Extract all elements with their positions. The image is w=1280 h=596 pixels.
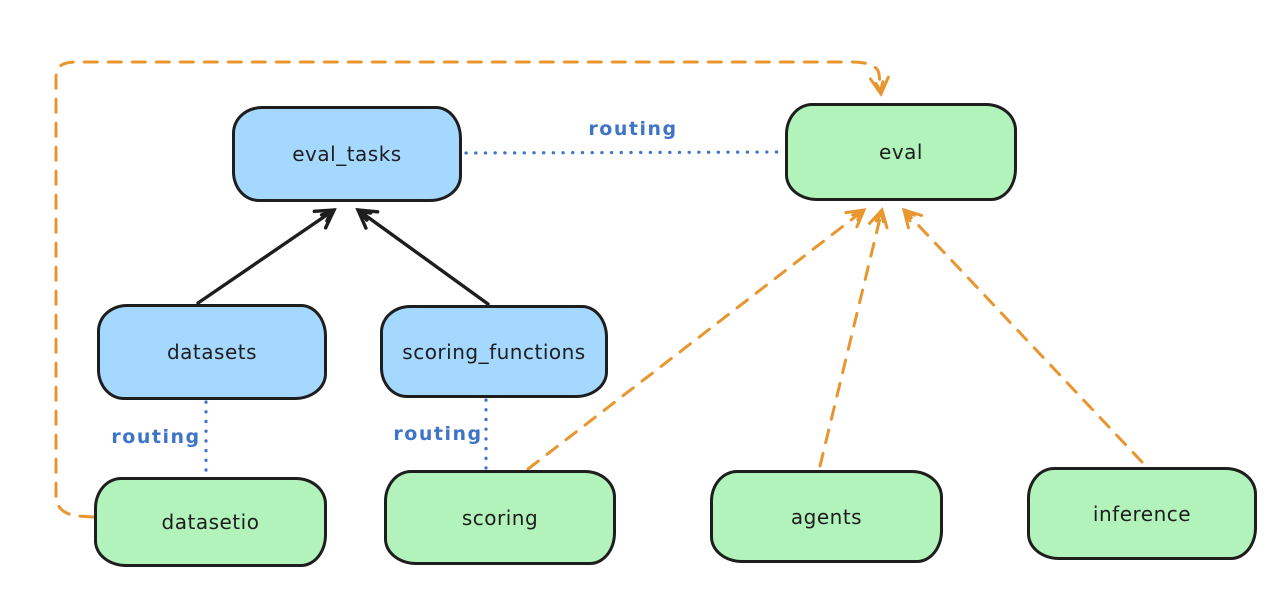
node-inference: inference — [1027, 467, 1257, 560]
node-agents: agents — [710, 470, 943, 563]
edge-datasetio-to-eval — [54, 60, 890, 519]
edge-label-routing-eval-tasks-eval: routing — [588, 118, 678, 140]
node-eval: eval — [785, 103, 1017, 201]
node-inference-label: inference — [1092, 501, 1192, 526]
edge-scoring-functions-to-eval-tasks — [355, 208, 490, 306]
edge-inference-to-eval — [901, 207, 1144, 464]
node-datasets: datasets — [97, 304, 327, 400]
edge-agents-to-eval — [818, 207, 889, 468]
node-eval-label: eval — [879, 140, 923, 164]
node-agents-label: agents — [790, 504, 863, 529]
node-datasetio-label: datasetio — [161, 510, 260, 534]
node-eval-tasks-label: eval_tasks — [292, 142, 402, 166]
edge-label-routing-scoring-functions-scoring: routing — [393, 423, 483, 445]
edge-eval-tasks-to-eval — [464, 150, 784, 155]
node-scoring-functions-label: scoring_functions — [402, 339, 586, 364]
node-scoring: scoring — [384, 470, 616, 565]
node-datasetio: datasetio — [94, 477, 327, 567]
edge-datasets-to-eval-tasks — [196, 208, 337, 305]
node-datasets-label: datasets — [166, 340, 258, 364]
node-scoring-label: scoring — [461, 505, 539, 530]
edge-scoring-to-eval — [526, 208, 867, 471]
edge-label-routing-datasets-datasetio: routing — [111, 426, 201, 448]
node-eval-tasks: eval_tasks — [232, 106, 462, 202]
node-scoring-functions: scoring_functions — [380, 305, 608, 398]
